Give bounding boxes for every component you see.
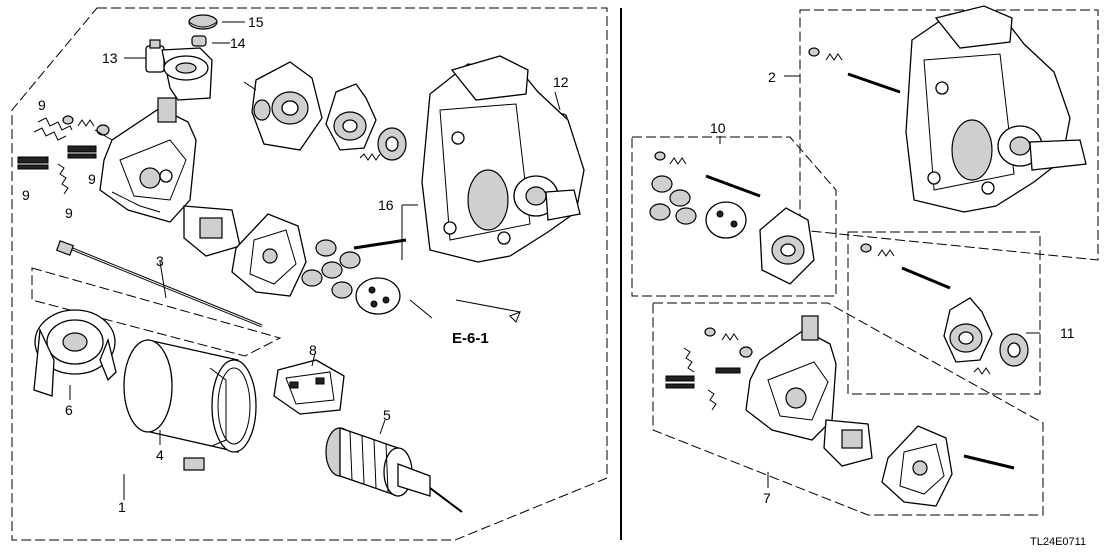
leader-lines-left (69, 21, 561, 500)
group-outline-3 (31, 267, 282, 357)
callout-10: 10 (710, 120, 726, 136)
callout-5: 5 (383, 407, 391, 423)
boot-part-14 (191, 35, 207, 47)
gear-housing (251, 61, 323, 151)
group-outline-2 (799, 9, 1099, 261)
callout-9b: 9 (22, 187, 30, 203)
brush-springs-part-9 (17, 115, 110, 195)
gear-retainer-plate (231, 213, 307, 297)
housing-assembly-part-2 (808, 5, 1087, 213)
brush-holder-assembly (99, 97, 197, 223)
group-outline-1 (11, 7, 608, 541)
callout-2: 2 (768, 69, 776, 85)
callout-7: 7 (763, 490, 771, 506)
callout-13: 13 (102, 50, 118, 66)
overrunning-clutch (325, 83, 381, 161)
group-outline-10 (631, 136, 837, 297)
planetary-gears (301, 239, 361, 299)
housing-part-16 (421, 55, 585, 263)
callout-9a: 9 (38, 97, 46, 113)
callout-16: 16 (378, 197, 394, 213)
group-outlines (11, 7, 1099, 541)
callout-11: 11 (1060, 325, 1075, 341)
brush-holder-plate (183, 205, 241, 257)
pinion-gear (377, 127, 407, 161)
cap-part-15 (188, 14, 218, 30)
planetary-carrier (353, 238, 407, 315)
callout-4: 4 (156, 447, 164, 463)
reference-label: E-6-1 (452, 330, 489, 347)
armature-part-5 (325, 427, 463, 513)
plunger-part-13 (145, 39, 213, 101)
brush-holder-kit-part-7 (665, 315, 1015, 507)
gear-kit-part-10 (649, 151, 815, 285)
callout-15: 15 (248, 14, 264, 30)
callout-1: 1 (118, 499, 126, 515)
leader-lines-right (719, 75, 1040, 488)
yoke-part-4 (123, 339, 257, 471)
group-outline-11 (847, 231, 1041, 395)
callout-8: 8 (309, 342, 317, 358)
callout-12: 12 (553, 74, 569, 90)
callout-9d: 9 (65, 205, 73, 221)
callout-3: 3 (156, 253, 164, 269)
rear-cover-part-6 (33, 309, 117, 397)
group-outline-7 (652, 302, 1044, 516)
callout-14: 14 (230, 35, 246, 51)
through-bolt-part-3 (55, 240, 263, 328)
callout-labels: 1 2 3 4 5 6 7 8 9 9 9 9 10 11 12 13 14 1… (22, 14, 1075, 515)
callout-6: 6 (65, 402, 73, 418)
brush-plate-part-8 (273, 359, 345, 415)
callout-9c: 9 (88, 171, 96, 187)
clutch-kit-part-11 (860, 243, 1029, 375)
diagram-code: TL24E0711 (1030, 536, 1086, 548)
